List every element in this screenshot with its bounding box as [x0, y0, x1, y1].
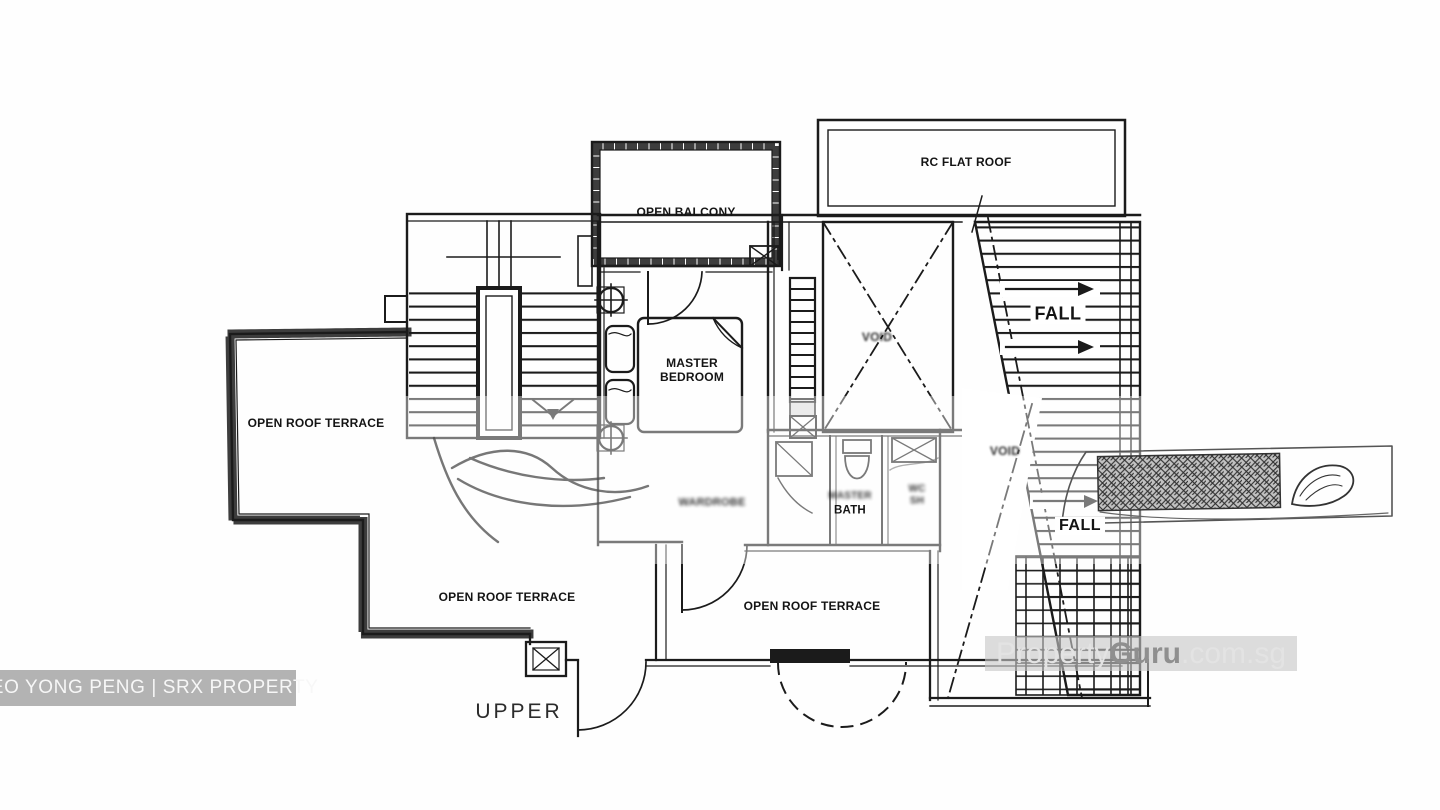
- label-open-roof-terrace-left: OPEN ROOF TERRACE: [247, 416, 385, 431]
- agent-credit-text: YEO YONG PENG | SRX PROPERTY: [0, 677, 319, 698]
- label-open-balcony: OPEN BALCONY: [636, 205, 736, 220]
- watermark-part-guru: Guru: [1109, 637, 1182, 670]
- agent-credit-bar: YEO YONG PENG | SRX PROPERTY: [0, 670, 318, 706]
- label-open-roof-terrace-bottom-middle: OPEN ROOF TERRACE: [743, 599, 881, 614]
- label-open-roof-terrace-bottom-left: OPEN ROOF TERRACE: [438, 590, 576, 605]
- label-master-bedroom: MASTER BEDROOM: [659, 356, 725, 384]
- watermark-part-property: Property: [995, 637, 1110, 670]
- label-void-stair: VOID: [989, 444, 1021, 459]
- label-shower: SH: [909, 495, 925, 507]
- watermark-part-domain: .com.sg: [1181, 637, 1287, 670]
- label-wardrobe-blurred: WARDROBE: [678, 496, 746, 509]
- label-rc-flat-roof: RC FLAT ROOF: [920, 155, 1012, 170]
- label-fall-lower: FALL: [1055, 516, 1105, 536]
- label-master-bath-line1: MASTER: [828, 490, 872, 502]
- label-void-upper: VOID: [861, 330, 893, 345]
- label-wc: WC: [908, 483, 926, 495]
- label-master-bath-line2: BATH: [834, 504, 866, 517]
- label-fall-upper: FALL: [1030, 303, 1086, 325]
- label-level-upper: UPPER: [475, 699, 563, 723]
